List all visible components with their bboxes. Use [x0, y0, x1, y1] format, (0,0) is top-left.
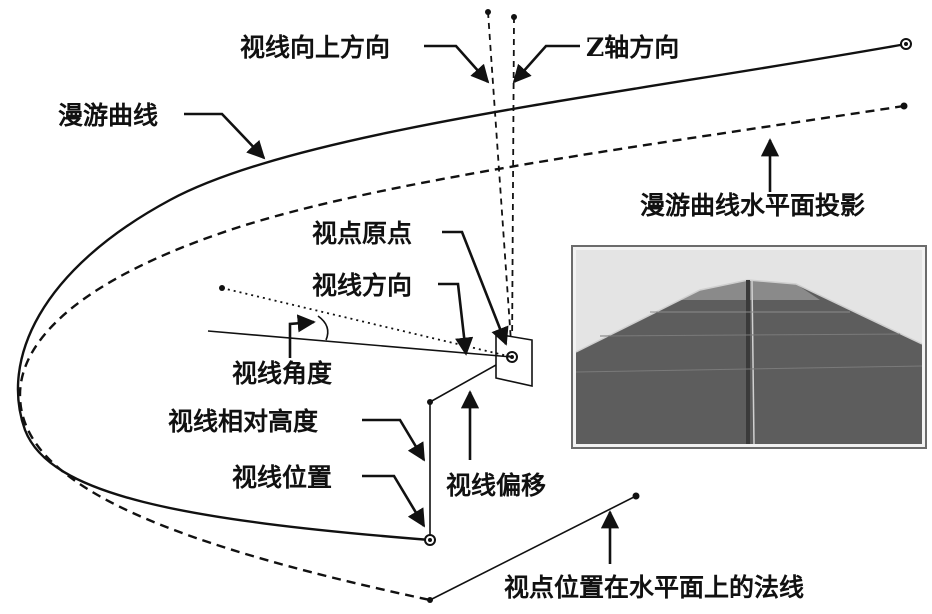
projection-end-point	[900, 102, 908, 110]
tour-curve-line	[16, 42, 907, 542]
label-normal-on-plane: 视点位置在水平面上的法线	[504, 573, 804, 602]
view-angle-arc	[317, 315, 329, 341]
label-view-direction: 视线方向	[312, 271, 412, 300]
label-view-relative-height: 视线相对高度	[168, 407, 318, 436]
leader-view-direction	[438, 282, 474, 356]
normal-end-point	[632, 492, 640, 500]
normal-start-point	[427, 597, 433, 603]
label-view-origin: 视点原点	[312, 219, 412, 248]
height-top-point	[427, 399, 433, 405]
view-direction-end-point	[219, 285, 225, 291]
leader-tour-curve	[184, 112, 266, 160]
leader-z-axis	[512, 44, 580, 84]
label-view-up: 视线向上方向	[240, 33, 390, 62]
label-view-angle: 视线角度	[232, 359, 332, 388]
label-view-position: 视线位置	[232, 463, 332, 492]
view-up-end-point	[485, 9, 491, 15]
view-direction-line	[221, 287, 513, 358]
view-up-line	[487, 11, 513, 357]
z-axis-line	[511, 16, 515, 357]
view-position-point-dot	[428, 538, 432, 542]
leader-relative-height	[362, 418, 426, 462]
label-view-offset: 视线偏移	[446, 471, 546, 500]
z-axis-end-point	[511, 14, 517, 20]
tour-curve-projection-line	[18, 104, 905, 602]
leader-view-position	[362, 474, 426, 528]
leader-view-origin	[442, 230, 509, 346]
label-z-axis: Z轴方向	[586, 33, 679, 62]
label-tour-curve-projection: 漫游曲线水平面投影	[640, 191, 865, 220]
road-render-inset	[571, 245, 927, 449]
tour-curve-end-point-dot	[904, 42, 908, 46]
leader-view-angle	[288, 314, 316, 358]
label-tour-curve: 漫游曲线	[58, 101, 158, 130]
leader-view-up	[424, 44, 490, 84]
